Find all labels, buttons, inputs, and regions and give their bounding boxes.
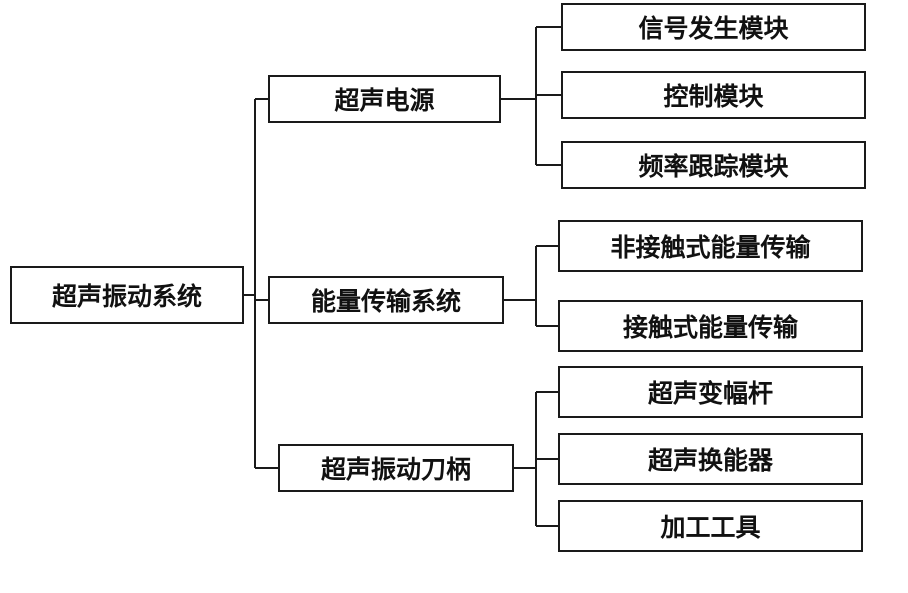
branch-node-ultrasonic-power: 超声电源: [268, 75, 501, 123]
branch-node-energy-transmission: 能量传输系统: [268, 276, 504, 324]
leaf-node-control-module: 控制模块: [561, 71, 866, 119]
leaf-node-contactless-transmission: 非接触式能量传输: [558, 220, 863, 272]
leaf-node-machining-tool: 加工工具: [558, 500, 863, 552]
leaf-node-horn: 超声变幅杆: [558, 366, 863, 418]
root-node: 超声振动系统: [10, 266, 244, 324]
leaf-node-contact-transmission: 接触式能量传输: [558, 300, 863, 352]
leaf-node-transducer: 超声换能器: [558, 433, 863, 485]
branch-node-vibration-toolholder: 超声振动刀柄: [278, 444, 514, 492]
leaf-node-signal-generation: 信号发生模块: [561, 3, 866, 51]
leaf-node-frequency-tracking: 频率跟踪模块: [561, 141, 866, 189]
